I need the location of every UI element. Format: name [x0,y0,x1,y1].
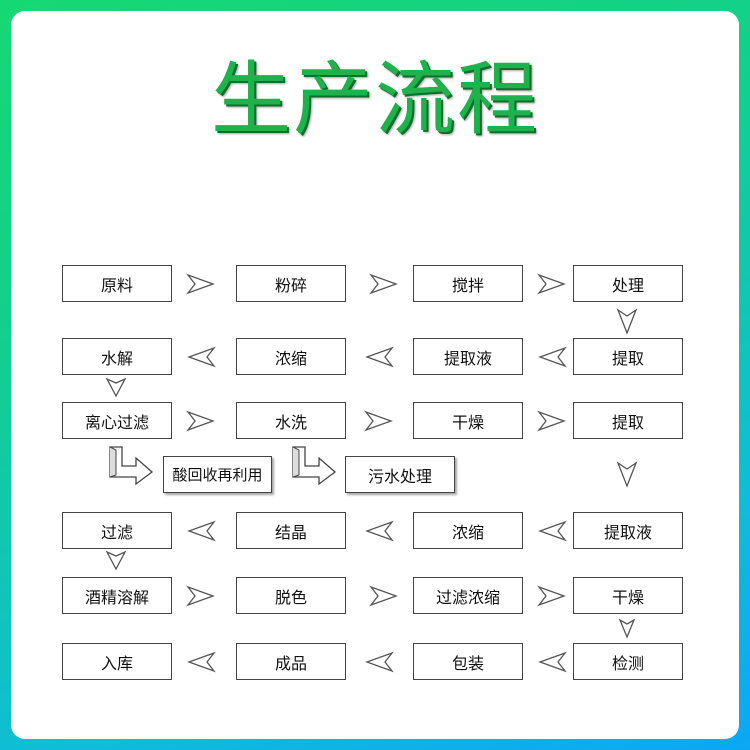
arrow-right-icon [186,585,215,607]
step-finished-product: 成品 [236,643,346,680]
step-stirring: 搅拌 [413,265,523,302]
bent-arrow-icon [292,446,337,486]
step-crystallization: 结晶 [236,512,346,549]
arrow-left-icon [538,346,567,368]
arrow-right-icon [537,585,566,607]
page-title: 生产流程 [211,53,539,146]
step-filter-concentrate: 过滤浓缩 [413,577,523,614]
arrow-right-icon [537,410,566,432]
arrow-right-icon [186,273,215,295]
step-concentration-2: 浓缩 [413,512,523,549]
step-extract-liquid-2: 提取液 [573,512,683,549]
step-filtration: 过滤 [62,512,172,549]
step-raw-material: 原料 [62,265,172,302]
step-warehousing: 入库 [62,643,172,680]
step-water-wash: 水洗 [236,402,346,439]
step-drying-2: 干燥 [573,577,683,614]
step-treatment: 处理 [573,265,683,302]
step-hydrolysis: 水解 [62,338,172,375]
arrow-right-icon [369,273,398,295]
arrow-right-icon [369,585,398,607]
arrow-down-icon [105,377,127,398]
step-inspection: 检测 [573,643,683,680]
step-decolorization: 脱色 [236,577,346,614]
arrow-left-icon [365,520,394,542]
arrow-right-icon [364,410,393,432]
content-panel [11,11,739,739]
arrow-left-icon [187,346,216,368]
step-extract-liquid-1: 提取液 [413,338,523,375]
arrow-left-icon [365,651,394,673]
arrow-down-icon [616,308,638,335]
step-wastewater-treatment: 污水处理 [345,456,455,493]
step-acid-recycling: 酸回收再利用 [163,456,272,493]
step-packaging: 包装 [413,643,523,680]
arrow-down-icon [616,461,638,488]
arrow-down-icon [618,618,636,639]
bent-arrow-icon [109,446,154,486]
arrow-down-icon [105,550,127,571]
step-extraction-2: 提取 [573,402,683,439]
arrow-left-icon [187,520,216,542]
step-centrifugal-filtration: 离心过滤 [62,402,172,439]
step-crushing: 粉碎 [236,265,346,302]
step-extraction-1: 提取 [573,338,683,375]
arrow-left-icon [187,651,216,673]
arrow-right-icon [186,410,215,432]
arrow-left-icon [365,346,394,368]
arrow-left-icon [538,651,567,673]
step-concentration-1: 浓缩 [236,338,346,375]
arrow-left-icon [538,520,567,542]
step-drying-1: 干燥 [413,402,523,439]
step-alcohol-dissolution: 酒精溶解 [62,577,172,614]
arrow-right-icon [537,273,566,295]
